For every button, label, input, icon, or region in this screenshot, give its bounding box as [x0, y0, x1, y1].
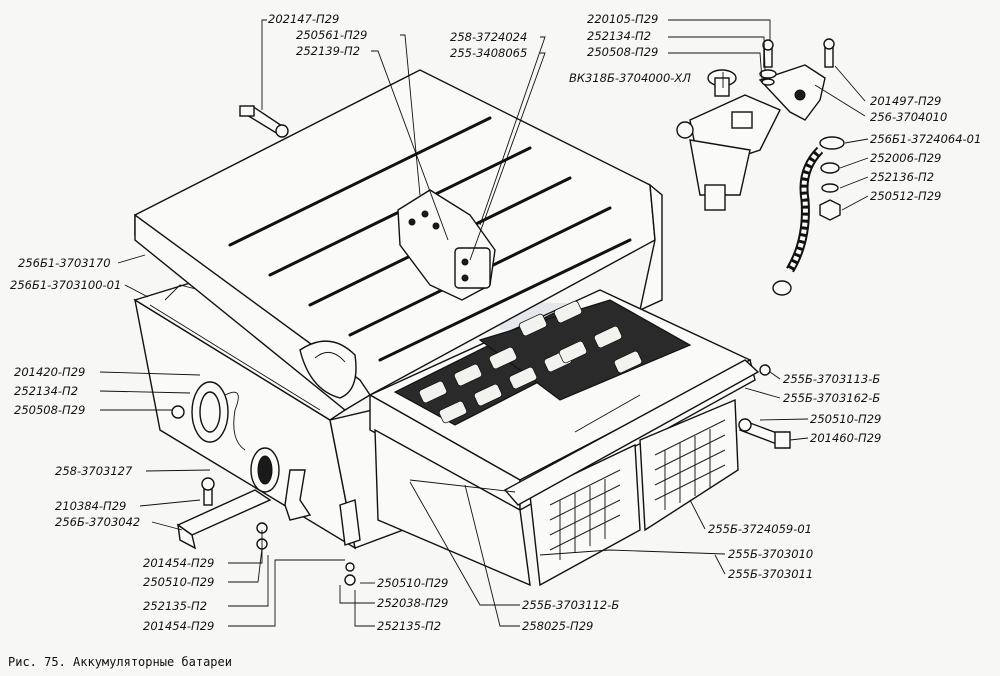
label-201454-p29-a: 201454-П29	[143, 556, 214, 570]
label-252006-p29: 252006-П29	[870, 151, 941, 165]
label-252139-p2: 252139-П2	[296, 44, 360, 58]
label-255b-3703112: 255Б-3703112-Б	[522, 598, 619, 612]
label-201454-p29-b: 201454-П29	[143, 619, 214, 633]
label-252136-p2: 252136-П2	[870, 170, 934, 184]
label-252134-p2-top: 252134-П2	[587, 29, 651, 43]
clamp-bar	[409, 359, 771, 506]
bottom-bracket	[176, 477, 356, 586]
ground-cable	[772, 136, 845, 296]
label-256b1-3703170: 256Б1-3703170	[18, 256, 111, 270]
label-255b-3703010: 255Б-3703010	[728, 547, 813, 561]
figure-caption: Рис. 75. Аккумуляторные батареи	[8, 655, 232, 669]
battery-tray	[368, 289, 756, 587]
lock-assembly	[171, 381, 361, 546]
bolt-right	[738, 418, 791, 449]
label-201460-p29: 201460-П29	[810, 431, 881, 445]
label-250508-p29-left: 250508-П29	[14, 403, 85, 417]
battery-box-lid	[134, 69, 663, 411]
label-258-3703127: 258-3703127	[55, 464, 133, 478]
label-255b-3724059: 255Б-3724059-01	[708, 522, 812, 536]
label-202147-p29: 202147-П29	[268, 12, 339, 26]
label-252135-p2-b: 252135-П2	[377, 619, 441, 633]
label-258025-p29: 258025-П29	[522, 619, 593, 633]
label-250510-p29-r: 250510-П29	[810, 412, 881, 426]
part-labels: 202147-П29 250561-П29 252139-П2 258-3724…	[10, 12, 981, 633]
label-252038-p29: 252038-П29	[377, 596, 448, 610]
battery-switch	[676, 69, 781, 211]
label-210384-p29: 210384-П29	[55, 499, 126, 513]
label-250561-p29: 250561-П29	[296, 28, 367, 42]
label-250510-p29-a: 250510-П29	[143, 575, 214, 589]
label-256-3704010: 256-3704010	[870, 110, 947, 124]
leader-lines	[99, 19, 869, 627]
label-vk318b: ВК318Б-3704000-ХЛ	[569, 71, 691, 85]
label-250512-p29: 250512-П29	[870, 189, 941, 203]
label-201497-p29: 201497-П29	[870, 94, 941, 108]
label-201420-p29: 201420-П29	[14, 365, 85, 379]
label-256b1-3703100: 256Б1-3703100-01	[10, 278, 121, 292]
label-220105-p29: 220105-П29	[587, 12, 658, 26]
label-252135-p2-a: 252135-П2	[143, 599, 207, 613]
label-256b1-3724064: 256Б1-3724064-01	[870, 132, 981, 146]
label-255b-3703162: 255Б-3703162-Б	[783, 391, 880, 405]
switch-bracket	[758, 38, 835, 121]
label-255b-3703113: 255Б-3703113-Б	[783, 372, 880, 386]
label-256b-3703042: 256Б-3703042	[55, 515, 140, 529]
label-252134-p2-left: 252134-П2	[14, 384, 78, 398]
latch-plate	[397, 189, 496, 301]
bolt-top-left	[239, 105, 289, 138]
label-250510-p29-b: 250510-П29	[377, 576, 448, 590]
label-250508-p29-top: 250508-П29	[587, 45, 658, 59]
label-258-3724024: 258-3724024	[450, 30, 527, 44]
label-255-3408065: 255-3408065	[450, 46, 527, 60]
label-255b-3703011: 255Б-3703011	[728, 567, 813, 581]
